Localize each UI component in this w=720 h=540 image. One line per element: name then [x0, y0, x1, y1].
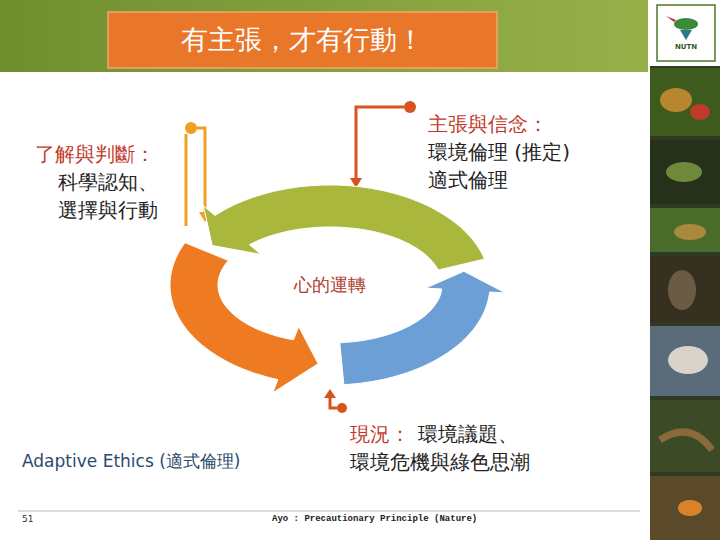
- photo: [650, 140, 720, 204]
- photo-subject: [666, 162, 702, 182]
- callout-dot: [404, 101, 416, 113]
- page-number: 51: [22, 514, 62, 524]
- subtitle-note: Adaptive Ethics (適式倫理): [22, 450, 322, 473]
- header-rule: [0, 72, 648, 74]
- photo: [650, 400, 720, 472]
- slide-title: 有主張，才有行動！: [181, 22, 424, 58]
- label-area: 主張與信念：: [428, 110, 608, 138]
- leader-line: [185, 134, 188, 226]
- photo-subject: [678, 500, 702, 516]
- logo-bird: [674, 18, 698, 30]
- callout-dot: [337, 403, 347, 413]
- footer-source: Ayo : Precautionary Principle (Nature): [272, 514, 632, 524]
- logo-frame: [657, 5, 715, 61]
- orange-cycle-arrow: [170, 243, 318, 393]
- callout-heading: 現況：: [350, 422, 410, 446]
- photo: [650, 326, 720, 396]
- title-banner-area: 有主張，才有行動！: [108, 12, 497, 68]
- photo-subject: [668, 346, 708, 374]
- logo-tail: [680, 30, 692, 40]
- title-banner: [108, 12, 497, 68]
- callout-body: 科學認知、 選擇與行動: [58, 168, 176, 224]
- callout-heading: 主張與信念：: [428, 110, 608, 138]
- photo-subject: [668, 270, 696, 310]
- label-area: NUTN: [657, 43, 715, 51]
- photo: [650, 256, 720, 322]
- photo-strip: [650, 0, 720, 540]
- callout-body: 環境倫理 (推定) 適式倫理: [428, 138, 598, 194]
- cycle-center-label: 心的運轉: [294, 273, 366, 297]
- leader-line: [330, 398, 337, 408]
- label-area: 環境倫理 (推定) 適式倫理: [428, 138, 598, 194]
- footer-rule: [18, 511, 640, 512]
- photo-subject: [660, 88, 692, 112]
- photo: [650, 208, 720, 252]
- leader-line: [197, 128, 205, 212]
- header-bar: [0, 0, 648, 72]
- leader-line: [356, 107, 404, 178]
- photo-subject: [690, 104, 710, 120]
- label-area: 51: [22, 514, 62, 524]
- green-cycle-arrow: [203, 185, 484, 270]
- photo-subject: [674, 224, 706, 240]
- label-area: 科學認知、 選擇與行動: [58, 168, 176, 224]
- label-area: Ayo : Precautionary Principle (Nature): [272, 514, 632, 524]
- leader-arrowhead: [324, 389, 336, 398]
- callout-dot: [185, 122, 197, 134]
- logo-ground: [650, 0, 720, 66]
- cycle-node: 心的運轉: [170, 185, 490, 385]
- logo-beak: [666, 16, 676, 22]
- callout-heading: 了解與判斷：: [35, 140, 185, 168]
- label-area: 了解與判斷：: [35, 140, 185, 168]
- photo: [650, 476, 720, 540]
- label-area: Adaptive Ethics (適式倫理): [22, 450, 322, 473]
- photo-subject: [660, 432, 712, 450]
- photo: [650, 68, 720, 136]
- label-area: 現況：環境議題、 環境危機與綠色思潮: [350, 420, 560, 476]
- logo-text: NUTN: [657, 43, 715, 51]
